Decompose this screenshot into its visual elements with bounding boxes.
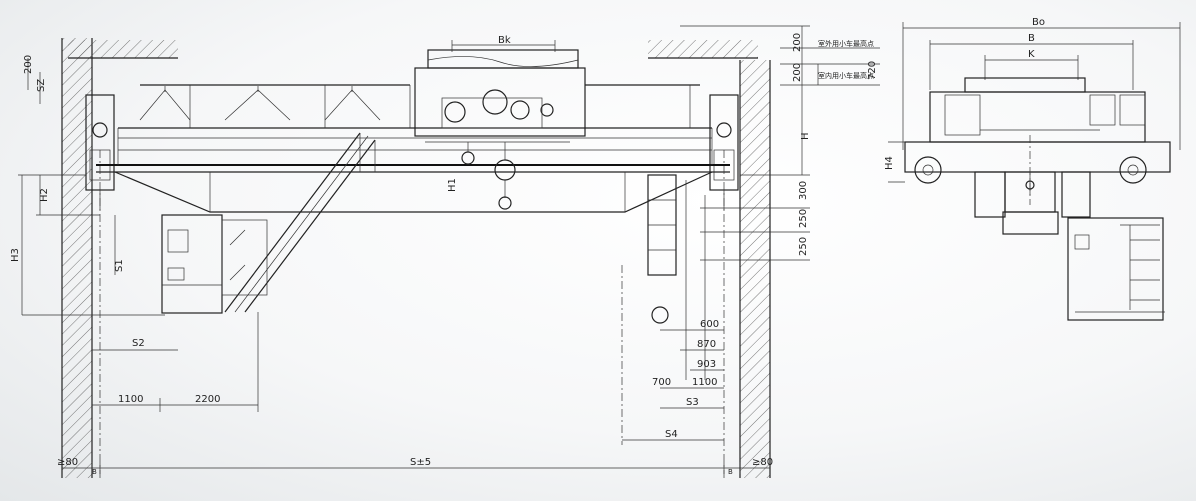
right-ladder bbox=[647, 174, 706, 380]
note-indoor-trolley: 室内用小车最高点 bbox=[818, 71, 874, 80]
dim-600: 600 bbox=[700, 319, 719, 330]
note-outdoor-trolley: 室外用小车最高点 bbox=[818, 39, 874, 48]
dim-250-a: 250 bbox=[798, 209, 809, 228]
trolley bbox=[414, 49, 586, 210]
dim-sz: SZ bbox=[36, 79, 47, 92]
dim-h4: H4 bbox=[884, 156, 895, 170]
dim-720: 720 bbox=[867, 61, 878, 80]
operator-cab bbox=[161, 214, 268, 314]
dim-903: 903 bbox=[697, 359, 716, 370]
bottom-right-dimensions bbox=[622, 329, 724, 441]
dim-h2: H2 bbox=[39, 188, 50, 202]
dim-300: 300 bbox=[798, 181, 809, 200]
left-vertical-dimensions bbox=[18, 58, 165, 316]
main-girder bbox=[96, 84, 730, 213]
dim-bk: Bk bbox=[498, 35, 511, 46]
hoppers bbox=[139, 86, 381, 121]
left-clearance-label: ≥80 bbox=[57, 457, 78, 468]
right-vertical-dimensions bbox=[680, 25, 880, 261]
dim-bo: Bo bbox=[1032, 17, 1045, 28]
left-gap-label: B bbox=[92, 468, 97, 476]
right-building-wall bbox=[648, 40, 771, 478]
dim-250-b: 250 bbox=[798, 237, 809, 256]
span-dimension bbox=[62, 462, 770, 474]
bottom-left-dimensions bbox=[92, 312, 259, 412]
dim-1100-left: 1100 bbox=[118, 394, 143, 405]
right-gap-label: B bbox=[728, 468, 733, 476]
dim-700: 700 bbox=[652, 377, 671, 388]
dim-s1: S1 bbox=[114, 259, 125, 272]
dim-200-mid: 200 bbox=[792, 63, 803, 82]
dim-h: H bbox=[800, 132, 811, 140]
span-label: S±5 bbox=[410, 457, 431, 468]
access-stairs bbox=[224, 132, 376, 313]
dim-2200: 2200 bbox=[195, 394, 220, 405]
dim-200-left: 200 bbox=[23, 55, 34, 74]
dim-1100-right: 1100 bbox=[692, 377, 717, 388]
dim-s2: S2 bbox=[132, 338, 145, 349]
right-clearance-label: ≥80 bbox=[752, 457, 773, 468]
dim-200-top: 200 bbox=[792, 33, 803, 52]
dim-s4: S4 bbox=[665, 429, 678, 440]
dim-k: K bbox=[1028, 49, 1035, 60]
dim-b: B bbox=[1028, 33, 1035, 44]
side-view bbox=[888, 22, 1181, 321]
dim-h3: H3 bbox=[10, 248, 21, 262]
dim-h1: H1 bbox=[447, 178, 458, 192]
dim-s3: S3 bbox=[686, 397, 699, 408]
dim-870: 870 bbox=[697, 339, 716, 350]
left-building-wall bbox=[61, 38, 178, 478]
